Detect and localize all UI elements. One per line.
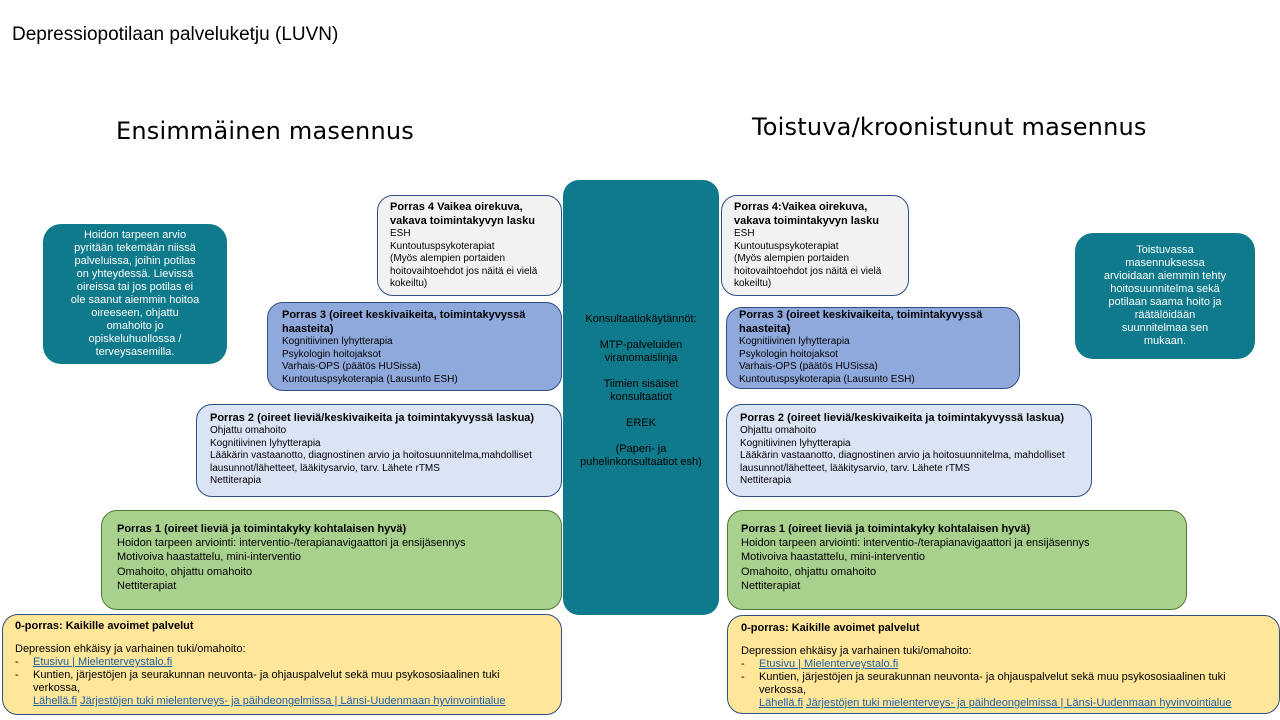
left-porras-4: Porras 4 Vaikea oirekuva, vakava toimint… bbox=[377, 195, 562, 296]
jarjestojen-tuki-link[interactable]: Järjestöjen tuki mielenterveys- ja päihd… bbox=[80, 695, 506, 707]
lahella-link[interactable]: Lähellä.fi bbox=[33, 695, 78, 707]
porras-item: Kognitiivinen lyhytterapia bbox=[282, 336, 393, 347]
dash-marker: - bbox=[741, 671, 745, 683]
porras-item: Nettiterapia bbox=[210, 475, 262, 487]
right-porras-2: Porras 2 (oireet lieviä/keskivaikeita ja… bbox=[726, 404, 1092, 497]
porras-title: Porras 3 (oireet keskivaikeita, toiminta… bbox=[282, 309, 526, 335]
porras-item: Kuntoutuspsykoterapiat bbox=[734, 240, 839, 252]
porras-item: Nettiterapiat bbox=[117, 579, 177, 592]
porras-item: Varhais-OPS (päätös HUSissa) bbox=[739, 361, 878, 373]
porras-item: Lääkärin vastaanotto, diagnostinen arvio… bbox=[740, 450, 1065, 474]
consultation-item: MTP-palveluiden viranomaislinja bbox=[599, 339, 683, 364]
porras-item: Psykologin hoitojaksot bbox=[282, 348, 381, 360]
porras-item: ESH bbox=[390, 228, 411, 239]
consultation-item: Tiimien sisäiset konsultaatiot bbox=[603, 378, 679, 403]
left-porras-2: Porras 2 (oireet lieviä/keskivaikeita ja… bbox=[196, 404, 562, 497]
porras-item: Nettiterapiat bbox=[741, 579, 801, 592]
porras-list-item: - Etusivu | Mielenterveystalo.fi bbox=[741, 658, 1266, 671]
porras-item: Psykologin hoitojaksot bbox=[739, 348, 838, 360]
right-porras-0: 0-porras: Kaikille avoimet palvelut Depr… bbox=[727, 615, 1280, 714]
porras-title: Porras 4:Vaikea oirekuva, vakava toimint… bbox=[734, 201, 879, 227]
left-porras-3: Porras 3 (oireet keskivaikeita, toiminta… bbox=[267, 302, 562, 391]
porras-title: Porras 2 (oireet lieviä/keskivaikeita ja… bbox=[740, 412, 1065, 424]
porras-title: Porras 3 (oireet keskivaikeita, toiminta… bbox=[739, 309, 983, 335]
porras-title: 0-porras: Kaikille avoimet palvelut bbox=[741, 622, 920, 634]
left-porras-0: 0-porras: Kaikille avoimet palvelut Depr… bbox=[2, 614, 562, 715]
mielenterveystalo-link[interactable]: Etusivu | Mielenterveystalo.fi bbox=[759, 658, 899, 670]
porras-item: Kuntoutuspsykoterapia (Lausunto ESH) bbox=[739, 373, 915, 385]
dash-marker: - bbox=[741, 658, 745, 670]
porras-item: Kuntien, järjestöjen ja seurakunnan neuv… bbox=[759, 671, 1226, 696]
porras-item: Kuntien, järjestöjen ja seurakunnan neuv… bbox=[33, 669, 500, 694]
porras-title: Porras 4 Vaikea oirekuva, vakava toimint… bbox=[390, 201, 535, 227]
porras-item: ESH bbox=[734, 228, 755, 239]
porras-item: Kuntoutuspsykoterapia (Lausunto ESH) bbox=[282, 373, 458, 385]
consultation-item: (Paperi- ja puhelinkonsultaatiot esh) bbox=[580, 443, 702, 468]
porras-item: Omahoito, ohjattu omahoito bbox=[117, 565, 253, 578]
porras-item: Ohjattu omahoito bbox=[740, 425, 817, 436]
dash-marker: - bbox=[15, 656, 19, 668]
jarjestojen-tuki-link[interactable]: Järjestöjen tuki mielenterveys- ja päihd… bbox=[806, 697, 1232, 709]
porras-list-text: Kuntien, järjestöjen ja seurakunnan neuv… bbox=[759, 671, 1266, 710]
porras-item: Kognitiivinen lyhytterapia bbox=[740, 437, 851, 449]
porras-intro: Depression ehkäisy ja varhainen tuki/oma… bbox=[15, 643, 246, 655]
right-note-text: Toistuvassa masennuksessa arvioidaan aie… bbox=[1103, 244, 1227, 347]
mielenterveystalo-link[interactable]: Etusivu | Mielenterveystalo.fi bbox=[33, 656, 173, 668]
right-porras-1: Porras 1 (oireet lieviä ja toimintakyky … bbox=[727, 510, 1187, 610]
porras-item: Motivoiva haastattelu, mini-interventio bbox=[117, 551, 302, 564]
left-note-text: Hoidon tarpeen arvio pyritään tekemään n… bbox=[70, 229, 200, 358]
porras-intro: Depression ehkäisy ja varhainen tuki/oma… bbox=[741, 645, 972, 657]
porras-item: Hoidon tarpeen arviointi: interventio-/t… bbox=[741, 537, 1090, 549]
porras-list-item: - Kuntien, järjestöjen ja seurakunnan ne… bbox=[15, 669, 549, 708]
heading-first-depression: Ensimmäinen masennus bbox=[116, 117, 414, 145]
heading-recurrent-depression: Toistuva/kroonistunut masennus bbox=[752, 113, 1147, 141]
porras-title: Porras 1 (oireet lieviä ja toimintakyky … bbox=[117, 523, 407, 535]
right-porras-4: Porras 4:Vaikea oirekuva, vakava toimint… bbox=[721, 195, 909, 296]
dash-marker: - bbox=[15, 669, 19, 681]
porras-item: Nettiterapia bbox=[740, 475, 792, 487]
porras-title: Porras 1 (oireet lieviä ja toimintakyky … bbox=[741, 523, 1031, 535]
porras-list-text: Kuntien, järjestöjen ja seurakunnan neuv… bbox=[33, 669, 549, 708]
porras-item: Kognitiivinen lyhytterapia bbox=[210, 437, 321, 449]
page-title: Depressiopotilaan palveluketju (LUVN) bbox=[12, 24, 339, 45]
porras-item: (Myös alempien portaiden hoitovaihtoehdo… bbox=[734, 253, 882, 290]
consultation-item: EREK bbox=[626, 417, 656, 429]
consultation-heading: Konsultaatiokäytännöt: bbox=[585, 313, 697, 325]
right-note-box: Toistuvassa masennuksessa arvioidaan aie… bbox=[1075, 233, 1255, 359]
consultation-column: Konsultaatiokäytännöt: MTP-palveluiden v… bbox=[563, 180, 719, 615]
porras-item: Omahoito, ohjattu omahoito bbox=[741, 565, 877, 578]
lahella-link[interactable]: Lähellä.fi bbox=[759, 697, 804, 709]
porras-list-item: - Etusivu | Mielenterveystalo.fi bbox=[15, 656, 549, 669]
right-porras-3: Porras 3 (oireet keskivaikeita, toiminta… bbox=[726, 307, 1020, 389]
left-porras-1: Porras 1 (oireet lieviä ja toimintakyky … bbox=[101, 510, 562, 610]
porras-item: Ohjattu omahoito bbox=[210, 425, 287, 436]
porras-title: 0-porras: Kaikille avoimet palvelut bbox=[15, 620, 194, 632]
porras-list-item: - Kuntien, järjestöjen ja seurakunnan ne… bbox=[741, 671, 1266, 710]
porras-title: Porras 2 (oireet lieviä/keskivaikeita ja… bbox=[210, 412, 535, 424]
porras-item: Varhais-OPS (päätös HUSissa) bbox=[282, 361, 421, 373]
porras-item: Kuntoutuspsykoterapiat bbox=[390, 240, 495, 252]
porras-item: Hoidon tarpeen arviointi: interventio-/t… bbox=[117, 537, 466, 549]
porras-item: Kognitiivinen lyhytterapia bbox=[739, 336, 850, 347]
left-note-box: Hoidon tarpeen arvio pyritään tekemään n… bbox=[43, 224, 227, 364]
porras-item: Lääkärin vastaanotto, diagnostinen arvio… bbox=[210, 450, 532, 474]
porras-item: (Myös alempien portaiden hoitovaihtoehdo… bbox=[390, 253, 538, 290]
porras-item: Motivoiva haastattelu, mini-interventio bbox=[741, 551, 926, 564]
